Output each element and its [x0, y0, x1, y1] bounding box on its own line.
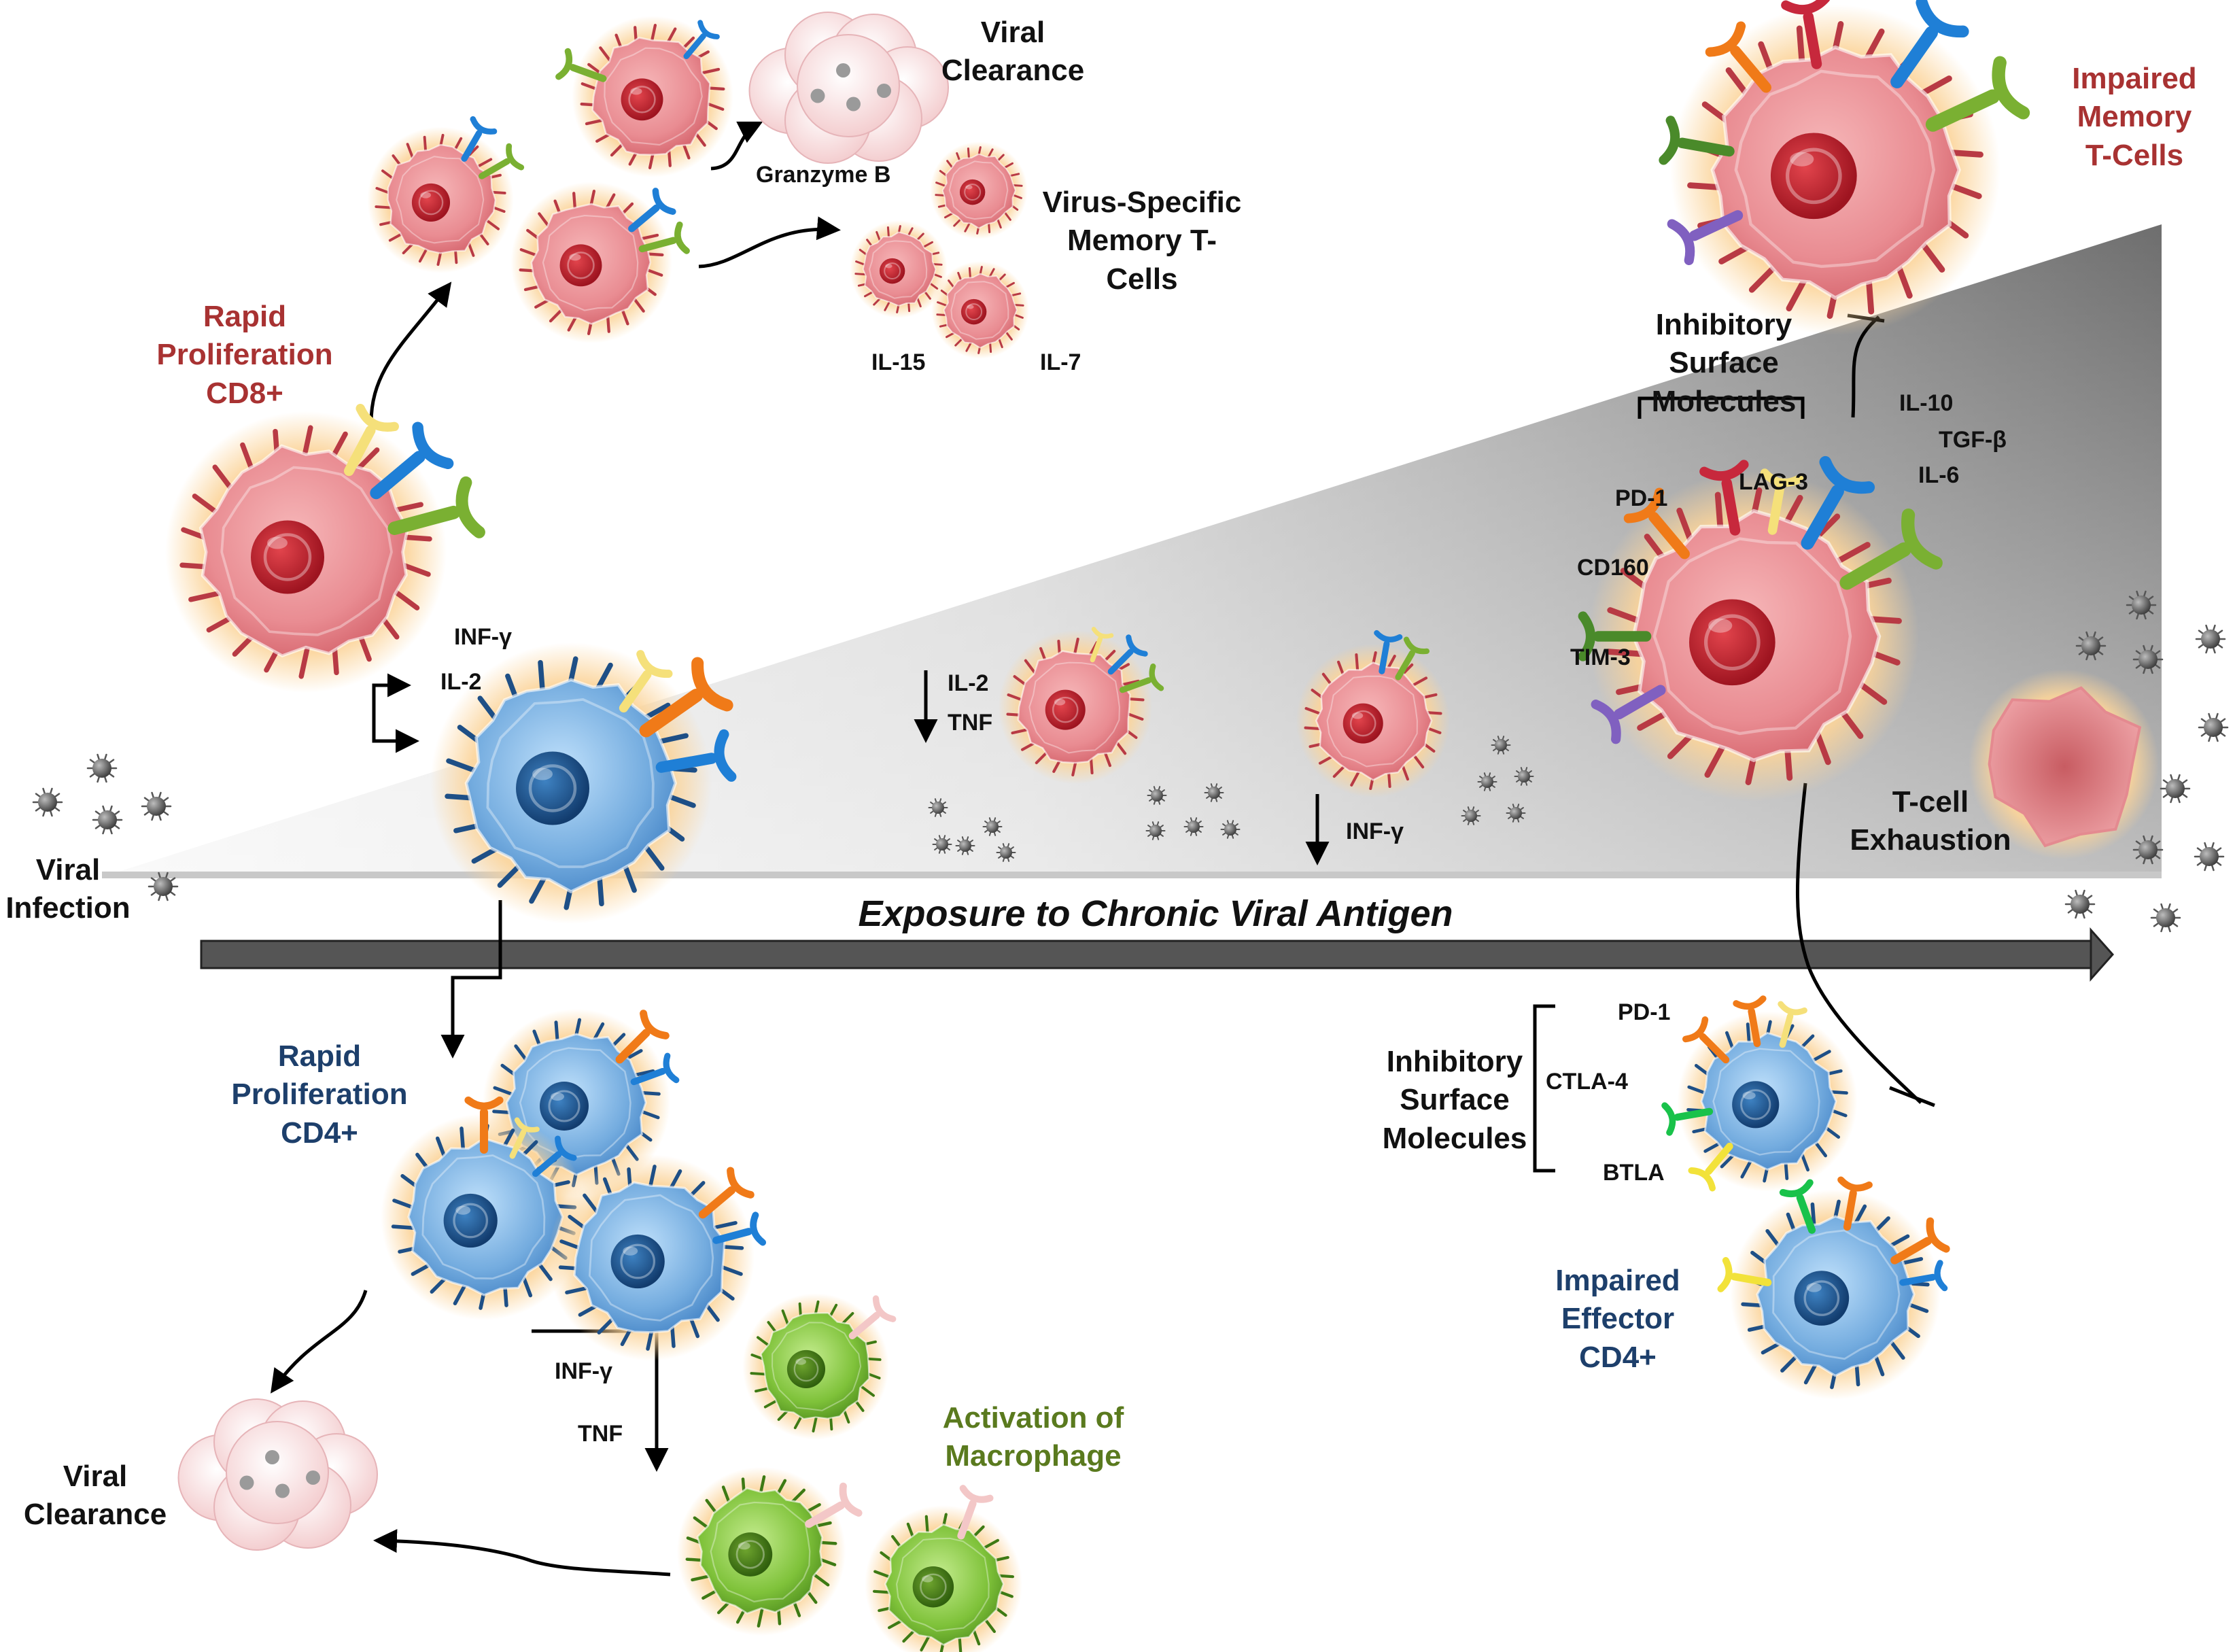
virus-particle — [1183, 817, 1204, 836]
macrophage-c — [865, 1485, 1022, 1652]
macrophage-label: Activation of Macrophage — [942, 1401, 1124, 1473]
crosstalk-il2-label: IL-2 — [440, 669, 482, 695]
virus-particle — [2126, 590, 2157, 620]
cell-layer — [165, 0, 2159, 1652]
virus-particle — [1491, 736, 1511, 755]
virus-particle — [955, 836, 975, 855]
cd8-inhibitory-molecules-label: Inhibitory Surface Molecules — [1651, 308, 1797, 418]
impaired-memory-cell — [1659, 0, 2030, 335]
tcell-exhaustion-label: T-cell Exhaustion — [1850, 785, 2011, 857]
exposure-axis-arrow — [200, 927, 2115, 982]
impaired-effector-label: Impaired Effector CD4+ — [1555, 1264, 1680, 1374]
virus-particle — [1220, 820, 1241, 839]
memory-tcell-label: Virus-Specific Memory T- Cells — [1042, 186, 1242, 296]
crosstalk-inf-gamma-label: INF-γ — [454, 624, 512, 650]
exhausted-dead-cell — [1969, 669, 2159, 859]
impaired-effector-cell — [1717, 1176, 1950, 1400]
virus-particle — [1477, 772, 1497, 791]
virus-particle — [2075, 631, 2107, 661]
virus-particle — [1506, 804, 1526, 823]
virus-particle — [932, 835, 952, 854]
memory-cell-b — [850, 220, 948, 318]
memory-cell-a — [930, 141, 1028, 239]
virus-particle — [32, 787, 63, 817]
virus-particle — [1204, 783, 1224, 802]
virus-particle — [2064, 889, 2096, 919]
macrophage-b — [676, 1466, 863, 1636]
cd4-proliferation-label: Rapid Proliferation CD4+ — [231, 1039, 408, 1150]
virus-particle — [2194, 842, 2225, 872]
virus-particle — [2132, 835, 2164, 865]
virus-particle — [92, 805, 123, 835]
virus-particle — [2160, 774, 2191, 804]
tim3-label: TIM-3 — [1570, 644, 1631, 670]
granzyme-label: Granzyme B — [756, 162, 891, 188]
il2-down-label: IL-2 — [948, 670, 989, 696]
ctla4-label: CTLA-4 — [1546, 1069, 1628, 1095]
virus-particle — [2198, 712, 2229, 742]
pd1-label: PD-1 — [1615, 485, 1668, 511]
virus-particle — [86, 753, 118, 783]
lag3-label: LAG-3 — [1739, 469, 1808, 495]
il6-label: IL-6 — [1918, 462, 1960, 488]
cd8-cell-large — [165, 404, 485, 693]
pd1-cd4-label: PD-1 — [1618, 999, 1671, 1025]
il15-label: IL-15 — [871, 349, 926, 375]
cd8-cell-c — [510, 182, 690, 343]
cd4-tnf-label: TNF — [578, 1421, 623, 1447]
btla-label: BTLA — [1603, 1160, 1665, 1186]
virus-particle — [2132, 644, 2164, 674]
virus-particle — [141, 791, 172, 821]
memory-cell-c — [931, 261, 1029, 359]
cd4-cell-b — [381, 1096, 587, 1320]
cd160-label: CD160 — [1577, 555, 1649, 581]
cd4-clearance-cloud — [177, 1398, 378, 1551]
cd4-viral-clearance-label: Viral Clearance — [23, 1460, 167, 1532]
virus-particle — [2195, 624, 2226, 654]
impaired-memory-label: Impaired Memory T-Cells — [2072, 62, 2197, 172]
exhausted-cd8 — [1578, 455, 1943, 802]
inf-gamma-down-label: INF-γ — [1346, 819, 1404, 844]
cd8-cell-b — [555, 16, 733, 177]
connector-arrows — [271, 121, 1935, 1577]
cd8-viral-clearance-label: Viral Clearance — [941, 16, 1085, 88]
il10-label: IL-10 — [1899, 390, 1954, 416]
chronic-cd8-b — [1296, 630, 1451, 798]
virus-particle — [2150, 903, 2181, 933]
virus-particle — [996, 843, 1016, 862]
il7-label: IL-7 — [1040, 349, 1081, 375]
cd8-clearance-cloud — [748, 12, 949, 164]
tnf-down-label: TNF — [948, 710, 993, 736]
chronic-cd8-a — [998, 627, 1164, 785]
axis-label: Exposure to Chronic Viral Antigen — [858, 893, 1453, 934]
viral-infection-label: Viral Infection — [5, 853, 131, 925]
cd4-cell-large — [430, 642, 737, 924]
exhausted-cd4 — [1661, 995, 1858, 1192]
tgfb-label: TGF-β — [1939, 427, 2007, 453]
virus-particle — [1514, 767, 1534, 786]
cd4-inf-gamma-label: INF-γ — [555, 1358, 612, 1384]
virus-particle — [1147, 786, 1167, 805]
virus-particle — [1145, 821, 1166, 840]
virus-particle — [928, 798, 948, 817]
virus-particle — [1461, 806, 1481, 825]
macrophage-a — [742, 1293, 897, 1440]
cd4-inhibitory-molecules-label: Inhibitory Surface Molecules — [1382, 1045, 1527, 1155]
virus-particle — [148, 872, 179, 901]
virus-layer — [32, 590, 2229, 933]
virus-particle — [982, 817, 1003, 836]
cd4-cell-c — [548, 1154, 767, 1361]
cd8-cell-a — [367, 116, 525, 273]
cd8-proliferation-label: Rapid Proliferation CD8+ — [156, 300, 333, 410]
